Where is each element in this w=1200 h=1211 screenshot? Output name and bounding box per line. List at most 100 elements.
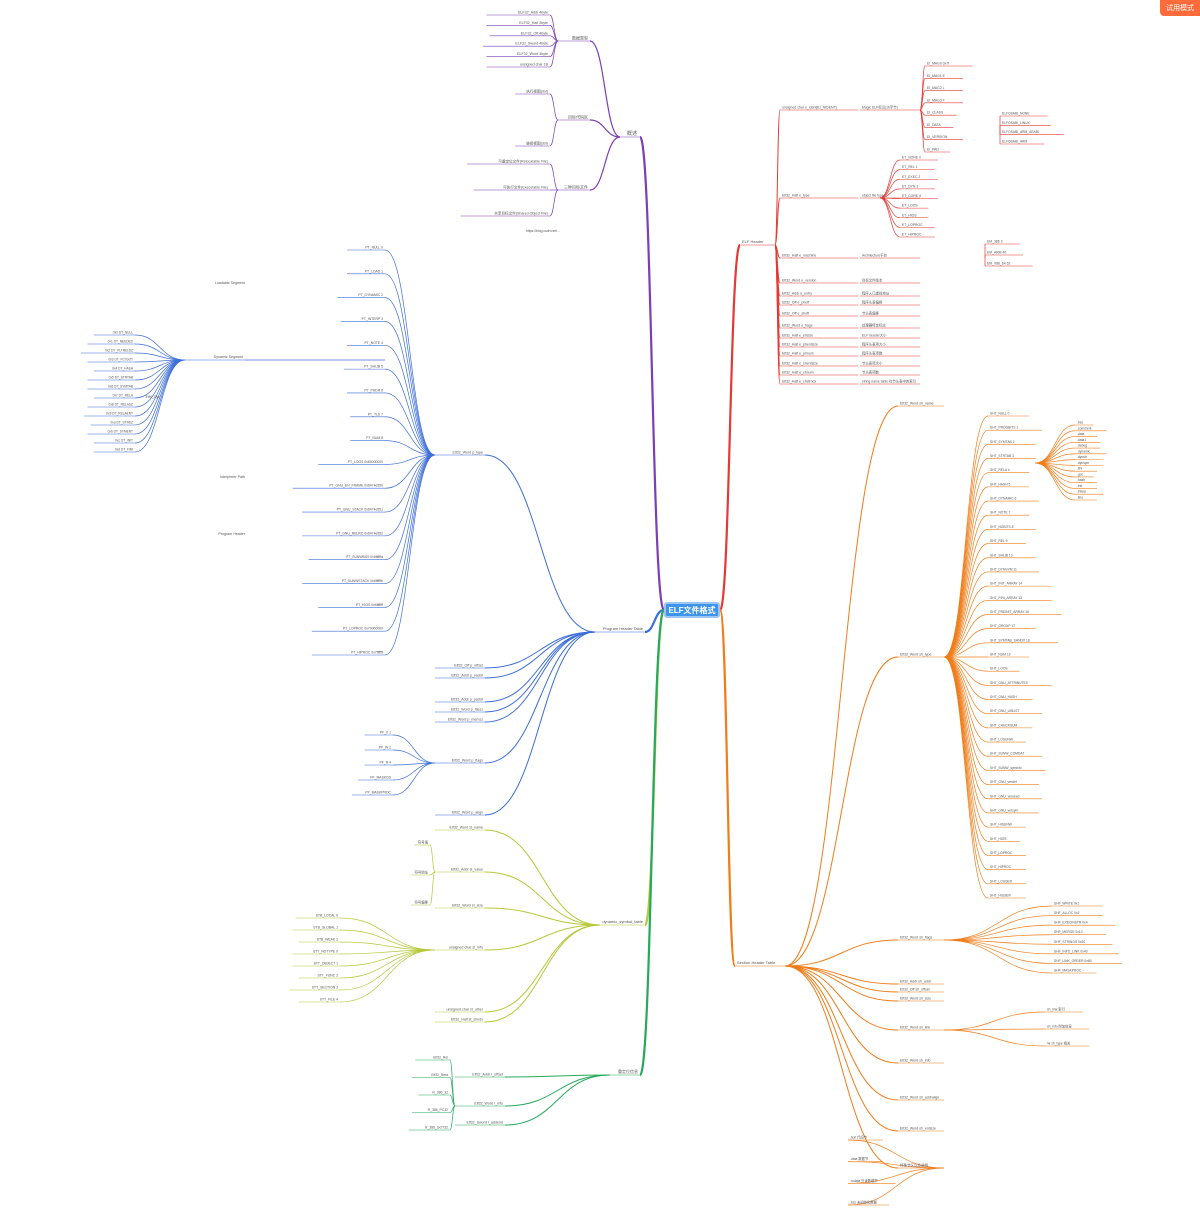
etype-item[interactable]: ET_DYN 3	[902, 184, 918, 188]
shtype-item[interactable]: SHT_PREINIT_ARRAY 16	[990, 610, 1029, 614]
program-flag-item[interactable]: PF_X 1	[380, 731, 391, 735]
header-field[interactable]: Elf32_Word e_version	[782, 279, 816, 283]
section-field[interactable]: Elf32_Word sh_name	[900, 402, 934, 406]
shtype-item[interactable]: SHT_DYNSYM 11	[990, 567, 1017, 571]
dynamic-tag-item[interactable]: 0xa DT_STRSZ	[111, 421, 134, 425]
dynamic-bind-item[interactable]: STT_SECTION 3	[312, 986, 338, 990]
shtype-item[interactable]: SHT_INIT_ARRAY 14	[990, 582, 1022, 586]
etype-item[interactable]: ET_LOOS	[902, 204, 918, 208]
etype-item[interactable]: ET_NONE 0	[902, 156, 921, 160]
special-section-item[interactable]: .debug	[1077, 444, 1087, 448]
shtype-item[interactable]: SHT_HASH 5	[990, 482, 1011, 486]
header-field-desc[interactable]: 节头表偏移	[862, 311, 880, 316]
relocation-node[interactable]: 重定位信息	[618, 1068, 638, 1074]
relocation-item[interactable]: Elf32_Rela	[431, 1073, 448, 1077]
dynamic-field[interactable]: Elf32_Half st_shndx	[451, 1018, 483, 1022]
header-field-desc[interactable]: 目标文件版本	[862, 278, 883, 283]
program-type-item[interactable]: PT_NUM 8	[366, 436, 383, 440]
overview-group[interactable]: 三种目标文件	[564, 184, 588, 190]
header-field-desc[interactable]: Magic ELF标识(16字节)	[862, 105, 898, 110]
shtype-item[interactable]: SHT_GNU_verdef	[990, 780, 1017, 784]
header-field[interactable]: Elf32_Half e_machine	[782, 254, 816, 258]
header-field[interactable]: Elf32_Half e_shnum	[782, 371, 814, 375]
program-field[interactable]: Elf32_Word p_type	[453, 451, 484, 455]
ident-item[interactable]: EI_MAG0 0x7f	[927, 62, 949, 66]
header-field-desc[interactable]: object file type	[862, 194, 884, 198]
special-section-item[interactable]: .interp	[1077, 490, 1086, 494]
header-field-desc[interactable]: 处理器特定标志	[862, 323, 886, 328]
overview-link[interactable]: https://blog.csdn.net/...	[526, 229, 560, 233]
dynamic-tag-item[interactable]: 0x0 DT_NULL	[113, 331, 133, 335]
shtype-item[interactable]: SHT_HIOS	[990, 837, 1007, 841]
machine-item[interactable]: EM_ARM 40	[987, 251, 1006, 255]
header-field[interactable]: Elf32_Off e_phoff	[782, 301, 809, 305]
section-field[interactable]: Elf32_Word sh_entsize	[900, 1127, 936, 1131]
program-field[interactable]: Elf32_Addr p_paddr	[451, 698, 484, 702]
dynamic-tag-item[interactable]: 0x9 DT_RELAENT	[106, 412, 133, 416]
shtype-item[interactable]: SHT_LOUSER	[990, 879, 1013, 883]
ident-item[interactable]: EI_PAD	[927, 148, 939, 152]
relocation-field[interactable]: Elf32_Addr r_offset	[472, 1073, 503, 1077]
dynamic-bind-item[interactable]: STB_LOCAL 0	[316, 914, 338, 918]
interp-node[interactable]: Interpreter Path	[220, 475, 245, 479]
shtype-item[interactable]: SHT_SUNW_COMDAT	[990, 752, 1024, 756]
program-type-item[interactable]: PT_DYNAMIC 2	[358, 293, 383, 297]
shtype-item[interactable]: SHT_HIUSER	[990, 894, 1012, 898]
dynamic-tag-item[interactable]: 0x7 DT_RELA	[113, 394, 134, 398]
shtype-item[interactable]: SHT_NULL 0	[990, 412, 1010, 416]
section-field[interactable]: Elf32_Word sh_size	[900, 997, 931, 1001]
shtype-item[interactable]: SHT_GNU_ATTRIBUTES	[990, 681, 1029, 685]
dynamic-field[interactable]: Elf32_Word st_size	[452, 904, 483, 908]
program-type-item[interactable]: PT_NULL 0	[365, 246, 383, 250]
shtype-item[interactable]: SHT_GROUP 17	[990, 624, 1015, 628]
header-field[interactable]: unsigned char e_ident[EI_NIDENT]	[782, 106, 837, 110]
machine-item[interactable]: EM_386 3	[987, 240, 1003, 244]
ident-item[interactable]: EI_DATA	[927, 123, 941, 127]
header-field[interactable]: Elf32_Half e_phentsize	[782, 343, 818, 347]
dynamic-value-item[interactable]: 符号偏移	[414, 900, 428, 905]
special-section-item[interactable]: .comment	[1077, 426, 1092, 430]
machine-item[interactable]: EM_X86_64 62	[987, 262, 1010, 266]
dynamic-field[interactable]: unsigned char st_info	[449, 946, 483, 950]
special-section-item[interactable]: .dynsym	[1077, 461, 1090, 465]
overview-group[interactable]: 数据类型	[572, 35, 588, 41]
dynamic-tag-item[interactable]: 0x1 DT_NEEDED	[108, 340, 134, 344]
program-type-item[interactable]: PT_PHDR 6	[364, 388, 383, 392]
section-node[interactable]: Section Header Table	[737, 960, 776, 965]
dynamic-field[interactable]: Elf32_Addr st_value	[451, 868, 483, 872]
dynamic-tag-item[interactable]: 0xc DT_INIT	[115, 439, 133, 443]
root-node[interactable]: ELF文件格式	[664, 602, 720, 618]
relocation-field[interactable]: Elf32_Word r_info	[474, 1102, 503, 1106]
header-field[interactable]: Elf32_Off e_shoff	[782, 312, 809, 316]
ident-item[interactable]: EI_VERSION	[927, 135, 948, 139]
header-field[interactable]: Elf32_Half e_ehsize	[782, 334, 813, 338]
program-field[interactable]: Elf32_Word p_align	[452, 811, 483, 815]
dynamic-bind-item[interactable]: STT_NOTYPE 0	[313, 950, 338, 954]
shtype-item[interactable]: SHT_HISUNW	[990, 823, 1013, 827]
program-type-item[interactable]: PT_GNU_RELRO 0x6474e552	[336, 531, 383, 535]
header-field-desc[interactable]: 节头表项数	[862, 370, 880, 375]
dynamic-node[interactable]: dynamic_symbol_table	[602, 919, 643, 924]
shtype-item[interactable]: SHT_CHECKSUM	[990, 723, 1018, 727]
program-field[interactable]: Elf32_Word p_filesz	[451, 708, 483, 712]
overview-item[interactable]: 链接视图(dot)	[526, 141, 548, 146]
osabi-item[interactable]: ELFOSABI_LINUX	[1002, 121, 1030, 125]
dynamic-bind-item[interactable]: STT_FUNC 2	[317, 974, 338, 978]
shtype-item[interactable]: SHT_NOTE 7	[990, 511, 1011, 515]
header-node[interactable]: ELF Header	[742, 239, 764, 244]
section-field[interactable]: Elf32_Word sh_info	[900, 1059, 931, 1063]
shtype-item[interactable]: SHT_DYNAMIC 6	[990, 497, 1017, 501]
etype-item[interactable]: ET_HIPROC	[902, 233, 922, 237]
special-note-item[interactable]: .text 代码节	[850, 1135, 868, 1140]
dynamic-tag-item[interactable]: 0x2 DT_PLTRELSZ	[105, 349, 133, 353]
phdr-node[interactable]: Program Header	[218, 532, 245, 536]
shtype-item[interactable]: SHT_SHLIB 10	[990, 553, 1013, 557]
overview-group[interactable]: 目标代码区	[568, 114, 588, 120]
trial-mode-badge[interactable]: 试用模式	[1160, 0, 1200, 16]
loadable-segment-node[interactable]: Loadable Segment	[215, 281, 245, 285]
header-field[interactable]: Elf32_Half e_type	[782, 194, 810, 198]
program-flag-item[interactable]: PF_W 2	[379, 746, 391, 750]
osabi-item[interactable]: ELFOSABI_ARM_AEABI	[1002, 130, 1039, 134]
program-type-item[interactable]: PT_NOTE 4	[365, 341, 384, 345]
dynamic-field[interactable]: Elf32_Word st_name	[450, 826, 484, 830]
